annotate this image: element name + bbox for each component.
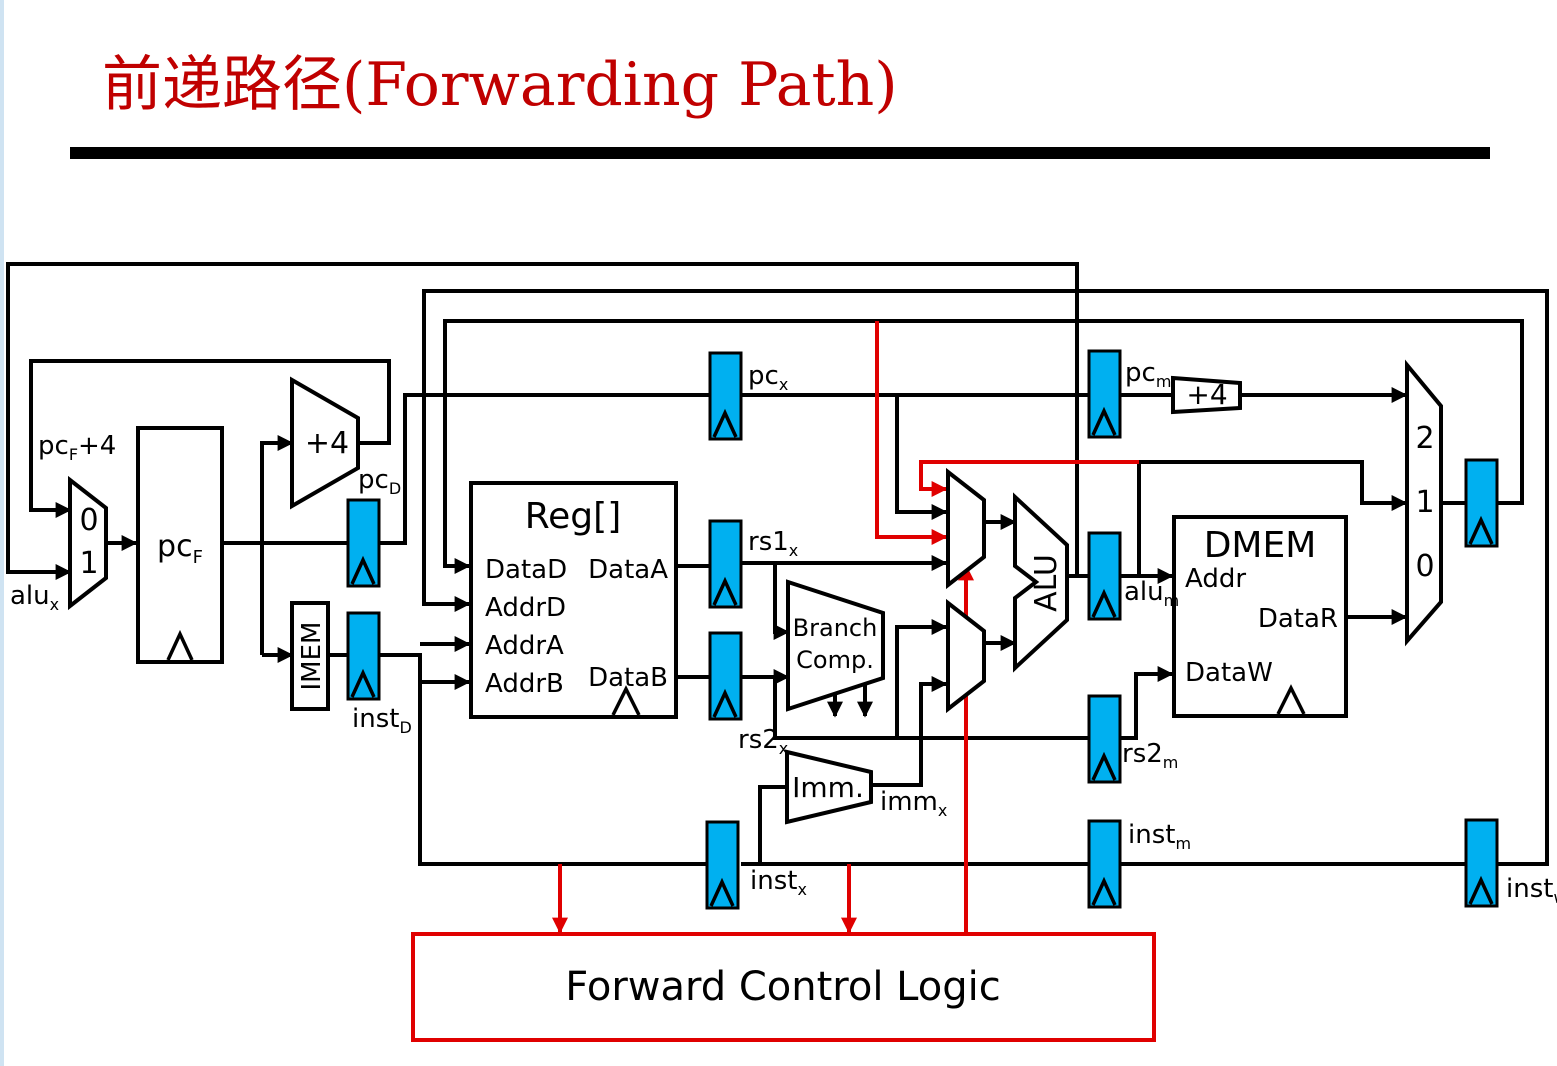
pipe-reg-instx bbox=[705, 820, 740, 910]
pipe-reg-rs2m bbox=[1087, 694, 1122, 784]
signal-pcd: pcD bbox=[358, 465, 401, 498]
signal-rs2m: rs2m bbox=[1122, 739, 1178, 772]
imem-block: IMEM bbox=[290, 601, 330, 711]
alu-mux-a bbox=[946, 467, 986, 590]
wire-instd-out bbox=[379, 653, 709, 866]
forward-control-logic: Forward Control Logic bbox=[411, 932, 1156, 1042]
wire-rs2-alumux2 bbox=[895, 619, 948, 738]
imem-label: IMEM bbox=[297, 622, 327, 691]
signal-pcx: pcx bbox=[748, 361, 788, 394]
register-file: Reg[] DataD AddrD AddrA AddrB DataA Data… bbox=[469, 481, 678, 719]
pipe-reg-alum bbox=[1087, 531, 1122, 621]
signal-labels: pcF+4 alux pcD instD pcx rs1x rs2x immx … bbox=[10, 358, 1557, 907]
wire-rs2x-rs2m bbox=[773, 677, 1089, 740]
signal-pcf4: pcF+4 bbox=[38, 431, 116, 464]
fwd-wb-path bbox=[875, 321, 948, 545]
branch-comparator: Branch Comp. bbox=[786, 579, 885, 712]
forward-control-label: Forward Control Logic bbox=[565, 964, 1000, 1010]
wire-pcx-alu bbox=[895, 395, 948, 520]
wire-rs1x-branch bbox=[773, 563, 790, 640]
imm-label: Imm. bbox=[792, 771, 864, 804]
pipe-reg-pcd bbox=[346, 498, 381, 588]
branch-label-1: Branch bbox=[793, 614, 878, 642]
signal-alum: alum bbox=[1124, 577, 1179, 610]
signal-pcm: pcm bbox=[1125, 358, 1171, 391]
wire-imm-alumux2 bbox=[871, 676, 948, 787]
signal-instm: instm bbox=[1128, 820, 1191, 853]
wire-alux-loop bbox=[6, 262, 1079, 580]
signal-immx: immx bbox=[880, 787, 947, 820]
dmem-block: DMEM Addr DataR DataW bbox=[1172, 515, 1348, 718]
imm-generator: Imm. bbox=[785, 749, 873, 825]
pipe-reg-wb bbox=[1464, 458, 1499, 548]
pipe-reg-instm bbox=[1087, 819, 1122, 909]
wire-alum-wbmux bbox=[1137, 460, 1408, 576]
dmem-title: DMEM bbox=[1204, 525, 1317, 566]
regfile-port-addra: AddrA bbox=[485, 631, 564, 661]
wire-wb-datad bbox=[443, 319, 1524, 574]
regfile-title: Reg[] bbox=[525, 496, 622, 537]
pc-register: pcF bbox=[136, 426, 224, 664]
regfile-port-addrd: AddrD bbox=[485, 593, 566, 623]
alu-label: ALU bbox=[1029, 554, 1064, 612]
pipe-reg-rs2x bbox=[708, 631, 743, 721]
pc-adder-label: +4 bbox=[305, 426, 349, 461]
regfile-port-dataa: DataA bbox=[588, 555, 668, 585]
regfile-port-datad: DataD bbox=[485, 555, 567, 585]
mem-adder: +4 bbox=[1171, 375, 1242, 415]
dmem-port-datar: DataR bbox=[1258, 604, 1338, 634]
alu-mux-b bbox=[946, 598, 986, 714]
pc-mux: 0 1 bbox=[68, 475, 108, 611]
slide-title: 前递路径(Forwarding Path) bbox=[102, 50, 898, 120]
datapath-wires bbox=[6, 262, 1549, 866]
dmem-port-addr: Addr bbox=[1185, 564, 1246, 594]
branch-label-2: Comp. bbox=[796, 646, 874, 674]
regfile-port-addrb: AddrB bbox=[485, 669, 564, 699]
pipe-reg-pcx bbox=[708, 351, 743, 441]
title-rule bbox=[70, 147, 1490, 159]
signal-instw: instw bbox=[1506, 874, 1557, 907]
signal-instd: instD bbox=[352, 704, 412, 737]
wire-pcd-pcx bbox=[379, 393, 709, 545]
signal-alux: alux bbox=[10, 581, 59, 614]
writeback-mux: 2 1 0 bbox=[1405, 359, 1443, 647]
signal-instx: instx bbox=[750, 866, 807, 899]
signal-rs2x: rs2x bbox=[738, 725, 788, 758]
pipe-reg-rs1x bbox=[708, 519, 743, 609]
dmem-port-dataw: DataW bbox=[1185, 658, 1273, 688]
wb-mux-label-0: 0 bbox=[1415, 549, 1434, 584]
wire-rs2m-dataw bbox=[1120, 666, 1174, 740]
pc-mux-label-1: 1 bbox=[79, 546, 98, 581]
alu-block: ALU bbox=[1013, 492, 1069, 673]
slide-edge bbox=[0, 0, 4, 1066]
pc-mux-label-0: 0 bbox=[79, 503, 98, 538]
pipe-reg-instw bbox=[1464, 818, 1499, 908]
alu-operand-muxes bbox=[946, 467, 986, 714]
pc-register-sub: F bbox=[193, 547, 203, 568]
pc-adder: +4 bbox=[290, 376, 360, 510]
pipeline-registers bbox=[346, 349, 1499, 910]
wire-instx-imm bbox=[758, 785, 787, 864]
pipe-reg-instd bbox=[346, 611, 381, 701]
mem-adder-label: +4 bbox=[1186, 378, 1227, 411]
signal-rs1x: rs1x bbox=[748, 527, 798, 560]
wire-pcf4-loop bbox=[29, 359, 391, 518]
wb-mux-label-1: 1 bbox=[1415, 485, 1434, 520]
fwd-mem-path bbox=[919, 460, 1139, 497]
regfile-port-datab: DataB bbox=[588, 663, 668, 693]
wire-instw-addrd bbox=[422, 289, 1549, 866]
pipe-reg-pcm bbox=[1087, 349, 1122, 439]
wire-pcf-split bbox=[260, 435, 294, 655]
wb-mux-label-2: 2 bbox=[1415, 421, 1434, 456]
pc-register-label: pc bbox=[157, 529, 193, 564]
svg-text:pcF: pcF bbox=[157, 529, 203, 568]
